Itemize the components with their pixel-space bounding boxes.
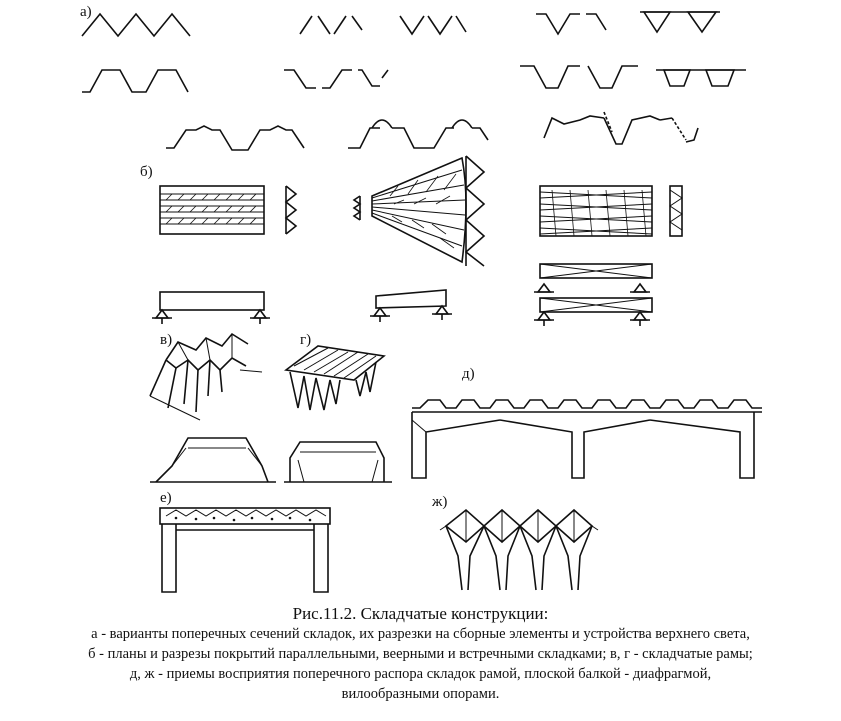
- folded-frame-v: [149, 332, 263, 421]
- support-top-left: [534, 282, 554, 293]
- parallel-folds-plan: [159, 185, 298, 235]
- support-bottom-left: [534, 310, 554, 326]
- skylight-dome-section: [348, 119, 489, 149]
- label-a: а): [80, 4, 92, 20]
- figure-caption: Рис.11.2. Складчатые конструкции: а - ва…: [0, 604, 841, 704]
- frame-e: [159, 507, 331, 593]
- closed-trapezoid-section: [656, 69, 746, 87]
- caption-line-3: д, ж - приемы восприятия поперечного рас…: [129, 666, 712, 682]
- support-top-right: [630, 282, 650, 293]
- folded-roof-profile: [412, 399, 762, 409]
- v-flanged-section: [536, 13, 607, 36]
- skylight-trapezoid-section: [166, 125, 305, 151]
- zigzag-section: [81, 12, 191, 38]
- counter-hatch: [539, 189, 653, 237]
- skylight-sawtooth-section: [543, 111, 699, 145]
- trapezoid-precast-section: [284, 69, 389, 89]
- folded-frame-g: [283, 345, 386, 411]
- label-zh: ж): [431, 494, 447, 510]
- section-a-row2: [82, 65, 746, 93]
- section-a-row3: [166, 111, 699, 151]
- zigzag-precast-section: [299, 15, 363, 35]
- support-left: [370, 306, 390, 322]
- label-d: д): [462, 366, 475, 382]
- fan-hatch: [389, 173, 457, 249]
- fork-columns: [439, 525, 599, 591]
- caption-line-2: б - планы и разрезы покрытий параллельны…: [88, 646, 753, 662]
- fan-wide-end: [464, 155, 486, 267]
- trapezoid-flanged-section: [520, 65, 638, 89]
- caption-line-1: а - варианты поперечных сечений складок,…: [91, 626, 750, 642]
- frame-elevation-g: [284, 441, 392, 483]
- trapezoid-section: [82, 69, 189, 93]
- counter-folds-plan: [539, 185, 683, 237]
- support-left: [152, 308, 172, 324]
- concrete-dots: [174, 516, 312, 522]
- frame-d: [411, 399, 762, 479]
- fan-narrow-end: [352, 195, 362, 221]
- counter-folds-section: [534, 263, 653, 326]
- forked-supports-zh: [439, 508, 599, 591]
- caption-title: Рис.11.2. Складчатые конструкции:: [292, 604, 549, 623]
- parallel-hatch: [165, 193, 257, 225]
- support-right: [432, 304, 452, 320]
- label-v: в): [160, 332, 172, 348]
- fan-folds-section: [370, 289, 452, 322]
- label-e: е): [160, 490, 172, 506]
- parallel-folds-section: [152, 291, 270, 324]
- caption-line-4: вилообразными опорами.: [341, 686, 500, 702]
- fan-folds-plan: [352, 155, 486, 267]
- v-precast-section: [399, 15, 467, 36]
- parallel-end-section: [284, 185, 298, 235]
- support-right: [250, 308, 270, 324]
- support-bottom-right: [630, 310, 650, 326]
- label-g: г): [300, 332, 311, 348]
- section-a-row1: [81, 11, 720, 38]
- frame-elevation-v: [150, 437, 276, 483]
- label-b: б): [140, 164, 153, 180]
- closed-triangle-section: [640, 11, 720, 34]
